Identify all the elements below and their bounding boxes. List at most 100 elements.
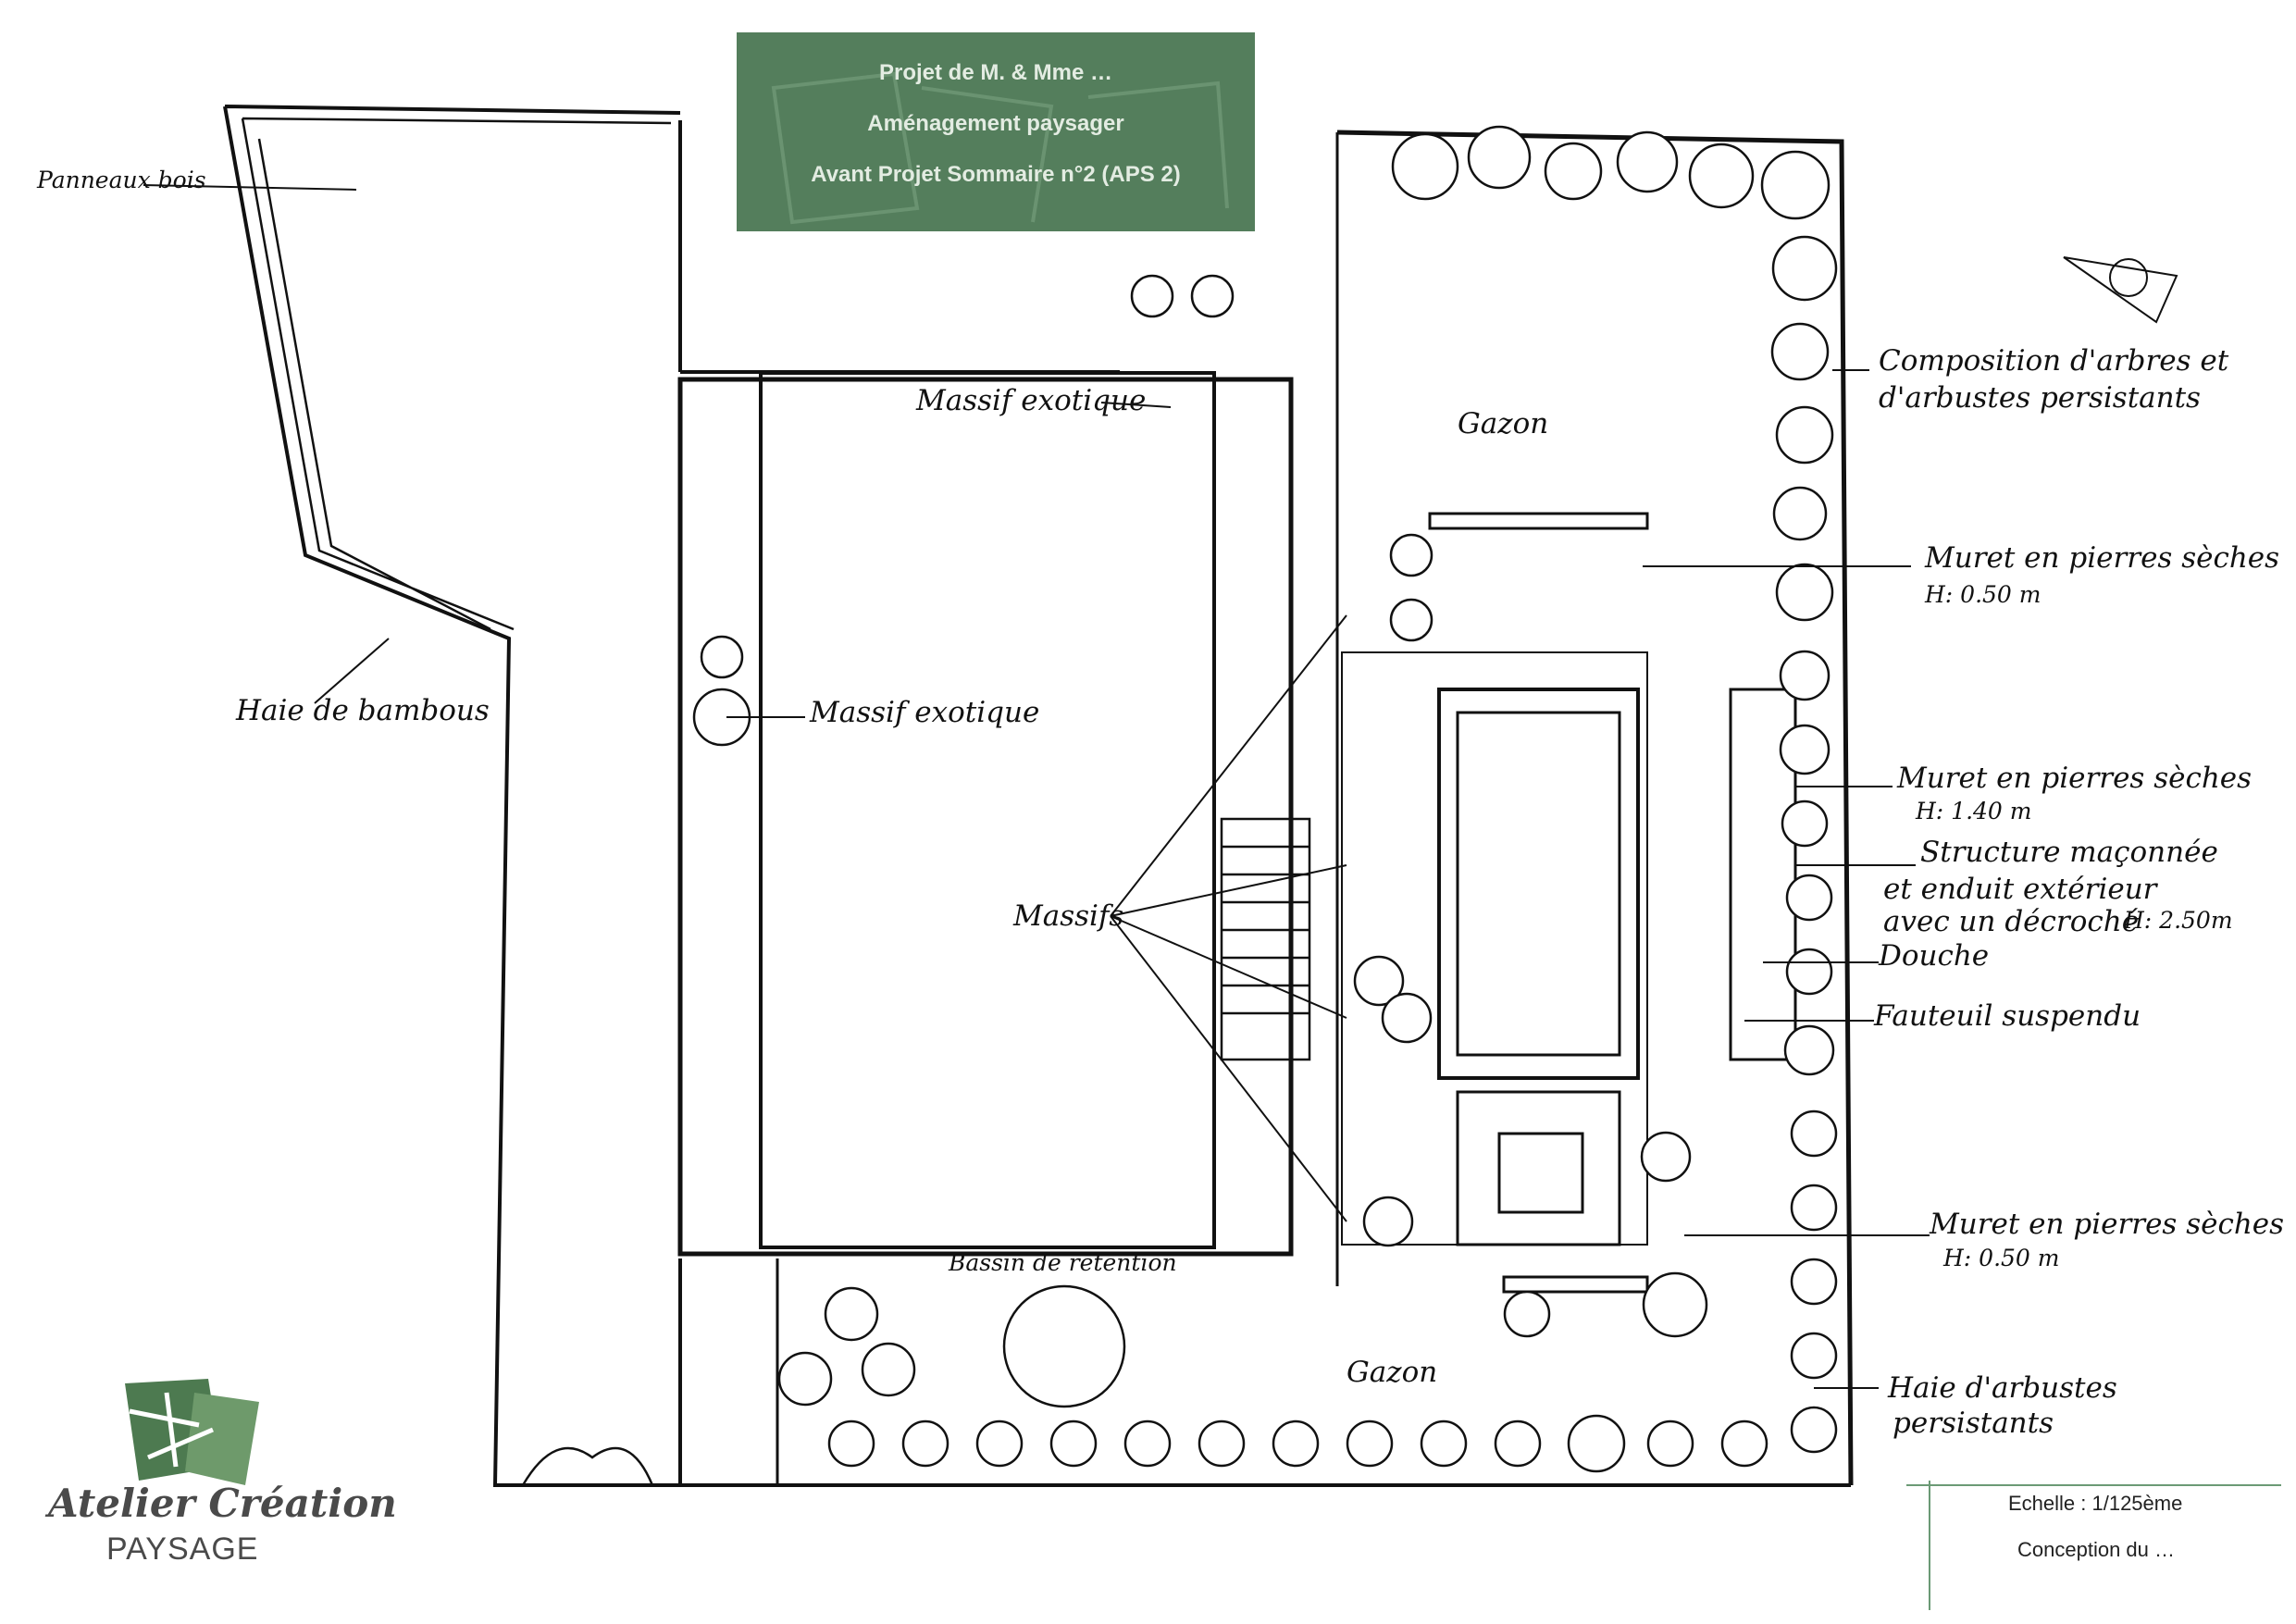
tree-symbol [1790, 1406, 1838, 1454]
tree-symbol [1616, 130, 1679, 193]
bamboo-hedge-strip [241, 117, 672, 631]
tree-symbol [1785, 874, 1833, 922]
house-outline [677, 377, 1294, 1257]
label-muret-top-line1: Muret en pierres sèches [1925, 541, 2280, 575]
tree-symbol [1389, 533, 1433, 577]
designer-text: Conception du … [2017, 1538, 2175, 1561]
label-haie-arbustes-line1: Haie d'arbustes [1888, 1371, 2117, 1405]
tree-symbol [1494, 1419, 1542, 1468]
label-massif-exotique-top: Massif exotique [916, 384, 1147, 417]
tree-symbol [1642, 1271, 1708, 1338]
label-muret-140-line2: H: 1.40 m [1916, 798, 2032, 824]
tree-symbol [1420, 1419, 1468, 1468]
tree-symbol [1123, 1419, 1172, 1468]
label-gazon-top: Gazon [1458, 407, 1549, 440]
title-block-watermark [771, 71, 1229, 225]
tree-symbol [1190, 274, 1235, 318]
scale-text: Echelle : 1/125ème [2008, 1492, 2183, 1515]
label-structure-line2: et enduit extérieur [1883, 873, 2157, 906]
north-arrow [2063, 256, 2178, 324]
tree-symbol [1353, 955, 1405, 1007]
label-muret-top-line2: H: 0.50 m [1925, 581, 2042, 608]
masonry-structure [1729, 688, 1797, 1061]
tree-symbol [1770, 322, 1830, 381]
label-massif-exotique-left: Massif exotique [810, 696, 1040, 729]
pool-inner [1456, 711, 1621, 1057]
label-bassin-retention: Bassin de rétention [949, 1249, 1177, 1276]
label-fauteuil: Fauteuil suspendu [1874, 999, 2141, 1033]
tree-symbol [1790, 1184, 1838, 1232]
tree-symbol [1130, 274, 1174, 318]
tree-symbol [777, 1351, 833, 1407]
label-haie-bambous: Haie de bambous [236, 694, 490, 727]
tree-symbol [1198, 1419, 1246, 1468]
title-block: Projet de M. & Mme … Aménagement paysage… [737, 32, 1255, 231]
label-haie-arbustes-line2: persistants [1893, 1407, 2054, 1440]
tree-symbol [1772, 486, 1828, 541]
tree-symbol [1272, 1419, 1320, 1468]
tree-symbol [1760, 150, 1831, 220]
label-composition-line1: Composition d'arbres et [1879, 344, 2229, 378]
tree-symbol [1783, 1024, 1835, 1076]
tree-symbol [1467, 125, 1532, 190]
tree-symbol [1640, 1131, 1692, 1183]
house-inner [759, 371, 1216, 1249]
tree-symbol [1381, 992, 1433, 1044]
tree-symbol [1389, 598, 1433, 642]
company-logo-name: Atelier Création [48, 1481, 397, 1526]
stepped-block [1456, 1090, 1621, 1246]
tree-symbol [700, 635, 744, 679]
gate [521, 1446, 654, 1486]
dry-stone-wall-top [1428, 512, 1649, 530]
project-phase-line: Avant Projet Sommaire n°2 (APS 2) [811, 162, 1181, 187]
pool-outer [1437, 688, 1640, 1080]
tree-symbol [1775, 405, 1834, 465]
tree-symbol [1391, 132, 1459, 201]
tree-symbol [1790, 1258, 1838, 1306]
label-panneaux-bois: Panneaux bois [37, 167, 206, 193]
property-boundary [223, 105, 1851, 1487]
label-douche: Douche [1879, 939, 1990, 973]
central-stair [1220, 817, 1311, 1061]
tree-symbol [827, 1419, 875, 1468]
tree-symbol [1790, 1332, 1838, 1380]
tree-symbol [1646, 1419, 1694, 1468]
tree-symbol [1779, 724, 1831, 775]
dry-stone-wall-bottom [1502, 1275, 1649, 1294]
tree-symbol [1775, 563, 1834, 622]
tree-symbol [1781, 800, 1829, 848]
label-massifs: Massifs [1013, 899, 1124, 933]
tree-symbol [1720, 1419, 1769, 1468]
garden-boundary [1336, 130, 1854, 1486]
retention-basin [1002, 1284, 1126, 1408]
tree-symbol [1362, 1196, 1414, 1247]
tree-symbol [1503, 1290, 1551, 1338]
tree-symbol [1785, 948, 1833, 996]
tree-symbol [1346, 1419, 1394, 1468]
tree-symbol [1567, 1414, 1626, 1473]
tree-symbol [1790, 1110, 1838, 1158]
label-structure-line1: Structure maçonnée [1920, 836, 2218, 869]
label-structure-line3: avec un décroché [1883, 905, 2140, 938]
tree-symbol [861, 1342, 916, 1397]
tree-symbol [1688, 143, 1755, 209]
label-structure-height: H: 2.50m [2124, 907, 2233, 934]
tree-symbol [824, 1286, 879, 1342]
tree-symbol [1771, 235, 1838, 302]
label-gazon-bottom: Gazon [1347, 1356, 1438, 1389]
tree-symbol [1049, 1419, 1098, 1468]
tree-symbol [1544, 142, 1603, 201]
tree-symbol [901, 1419, 949, 1468]
project-owner-line: Projet de M. & Mme … [878, 60, 1113, 85]
project-type-line: Aménagement paysager [867, 111, 1124, 136]
label-muret-bottom-line2: H: 0.50 m [1943, 1245, 2060, 1271]
label-composition-line2: d'arbustes persistants [1879, 381, 2201, 415]
label-muret-140-line1: Muret en pierres sèches [1897, 762, 2253, 795]
company-logo-mark [125, 1379, 259, 1485]
tree-symbol [975, 1419, 1024, 1468]
label-muret-bottom-line1: Muret en pierres sèches [1930, 1208, 2285, 1241]
tree-symbol [1779, 650, 1831, 701]
deck [1341, 651, 1648, 1246]
company-logo-sub: PAYSAGE [106, 1531, 259, 1567]
